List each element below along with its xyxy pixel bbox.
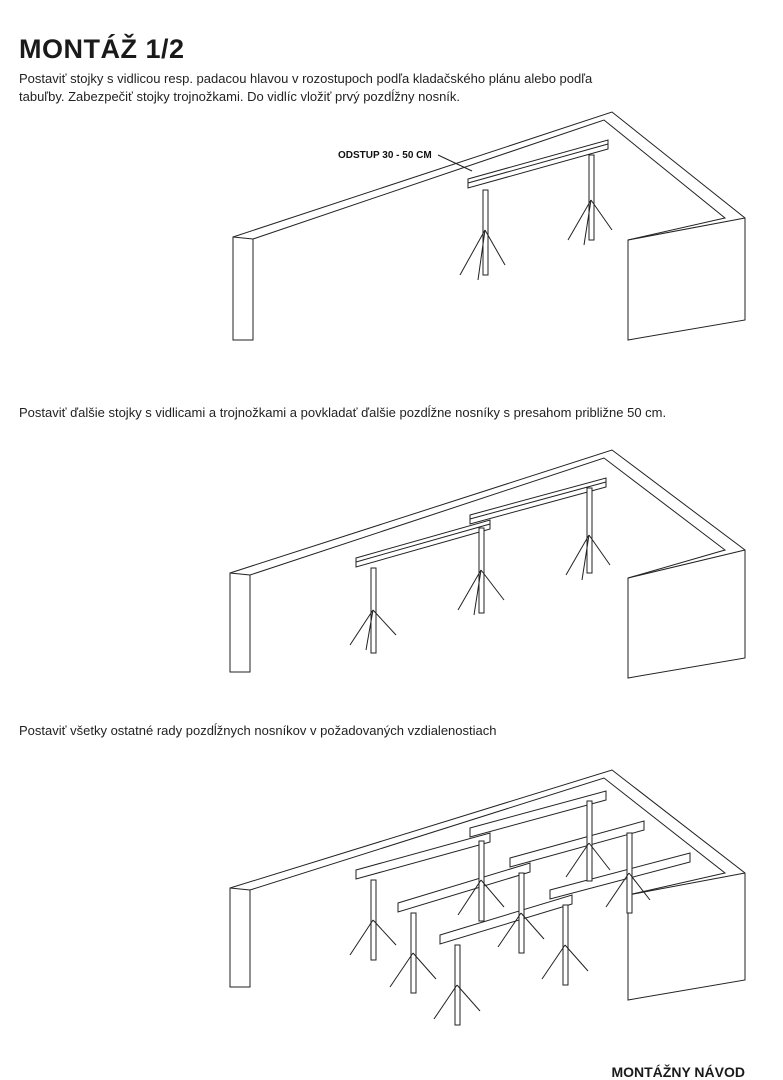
- wall-outline-icon: [229, 449, 746, 679]
- step-1-text: Postaviť stojky s vidlicou resp. padacou…: [19, 71, 593, 104]
- document-footer-title: MONTÁŽNY NÁVOD: [611, 1064, 745, 1080]
- spacing-callout-label: ODSTUP 30 - 50 CM: [338, 150, 432, 161]
- step-2-text: Postaviť ďalšie stojky s vidlicami a tro…: [19, 405, 667, 420]
- step-1-illustration: ODSTUP 30 - 50 CM: [0, 100, 783, 390]
- longitudinal-beam-icon: [355, 477, 607, 568]
- callout-leader-line: [437, 154, 473, 172]
- step-3-text: Postaviť všetky ostatné rady pozdĺžnych …: [19, 723, 497, 738]
- longitudinal-beam-icon: [355, 790, 691, 945]
- longitudinal-beam-icon: [467, 139, 609, 189]
- wall-outline-icon: [232, 111, 746, 341]
- page-title: MONTÁŽ 1/2: [19, 34, 185, 64]
- shore-prop-tripod-icon: [459, 154, 613, 281]
- shore-prop-tripod-icon: [349, 487, 611, 654]
- step-2-illustration: [0, 440, 783, 710]
- wall-outline-icon: [229, 769, 746, 1001]
- shore-prop-tripod-icon: [349, 800, 651, 1026]
- step-3-illustration: [0, 755, 783, 1045]
